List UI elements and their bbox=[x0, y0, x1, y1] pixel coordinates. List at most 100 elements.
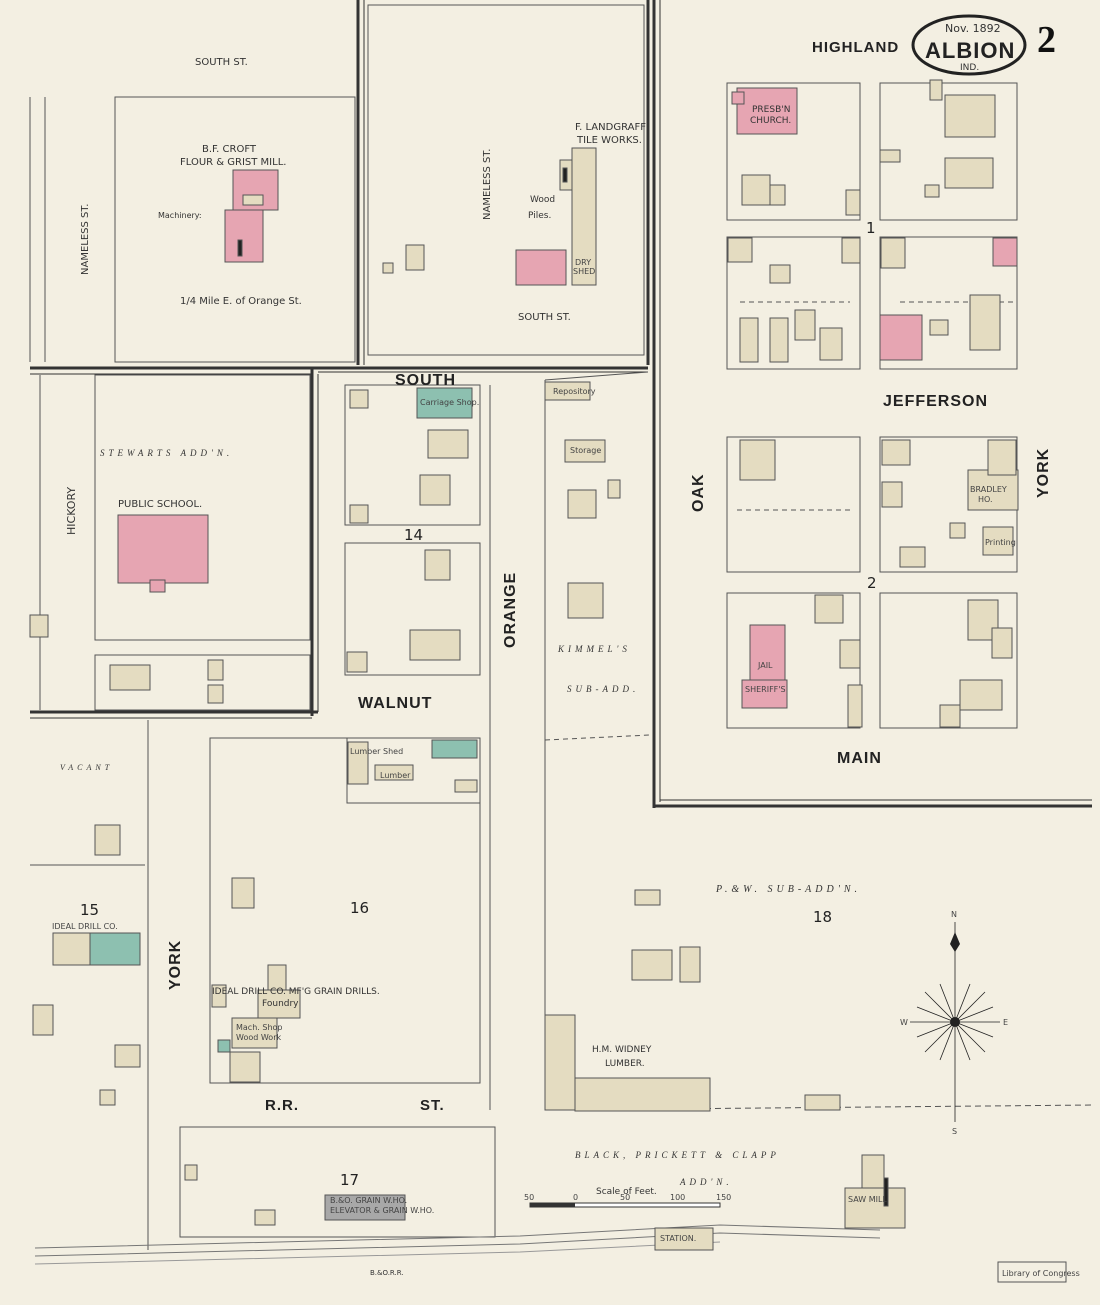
presbyterian-church bbox=[736, 87, 798, 135]
street-labels: HIGHLAND SOUTH ST. SOUTH ST. SOUTH JEFFE… bbox=[65, 39, 1052, 1277]
widney-2: LUMBER. bbox=[605, 1059, 645, 1069]
station bbox=[654, 1227, 714, 1251]
credit-box bbox=[997, 1261, 1067, 1283]
scale-bar: Scale of Feet. 50 0 50 100 150 bbox=[524, 1187, 731, 1208]
public-school-label: PUBLIC SCHOOL. bbox=[118, 499, 202, 510]
state: IND. bbox=[960, 63, 979, 73]
street-orange: ORANGE bbox=[502, 572, 519, 648]
addition-labels: STEWARTS ADD'N. KIMMEL'S SUB-ADD. P.&W. … bbox=[100, 448, 861, 1187]
block-16: 16 bbox=[350, 899, 369, 917]
dry-shed-2: SHED bbox=[573, 267, 595, 276]
sheriff-label: SHERIFF'S bbox=[745, 685, 786, 694]
street-oak: OAK bbox=[690, 473, 707, 512]
block-17: 17 bbox=[340, 1171, 359, 1189]
compass-e: E bbox=[1003, 1018, 1008, 1027]
street-nameless-mid: NAMELESS ST. bbox=[482, 149, 493, 220]
bo-grain-label: B.&O. GRAIN W.HO. bbox=[330, 1196, 407, 1205]
croft-machinery: Machinery: bbox=[158, 211, 202, 220]
saw-mill-label: SAW MILL bbox=[848, 1195, 887, 1204]
ideal-small-label: IDEAL DRILL CO. bbox=[52, 922, 118, 931]
town-name: ALBION bbox=[925, 38, 1015, 63]
foundry-label: Foundry bbox=[262, 999, 299, 1009]
scale-tick-1: 0 bbox=[573, 1193, 578, 1202]
printing-label: Printing bbox=[985, 538, 1016, 547]
credit: Library of Congress bbox=[1002, 1269, 1080, 1278]
scale-tick-2: 50 bbox=[620, 1193, 630, 1202]
wood-piles-2: Piles. bbox=[528, 211, 551, 221]
sheet-number: 2 bbox=[1037, 19, 1056, 61]
street-york-left: YORK bbox=[167, 940, 184, 990]
tile-works-shed bbox=[571, 147, 597, 286]
elevator bbox=[324, 1194, 406, 1221]
elevator-label: ELEVATOR & GRAIN W.HO. bbox=[330, 1206, 434, 1215]
block-numbers: 1 2 14 15 16 17 18 bbox=[80, 219, 877, 1189]
building-labels: B.F. CROFT FLOUR & GRIST MILL. 1/4 Mile … bbox=[52, 105, 1016, 1243]
presbyterian-2: CHURCH. bbox=[750, 116, 791, 126]
buildings bbox=[29, 79, 1019, 1251]
block-14: 14 bbox=[404, 526, 423, 544]
street-jefferson: JEFFERSON bbox=[883, 393, 988, 410]
street-south-top-left: SOUTH ST. bbox=[195, 57, 248, 68]
street-south-top-mid: SOUTH ST. bbox=[518, 312, 571, 323]
lumber-label: Lumber bbox=[380, 771, 411, 780]
scale-tick-3: 100 bbox=[670, 1193, 685, 1202]
ideal-main-label: IDEAL DRILL CO. MF'G GRAIN DRILLS. bbox=[212, 987, 380, 997]
carriage-shop bbox=[416, 387, 473, 419]
street-rr-1: R.R. bbox=[265, 1097, 299, 1114]
landgraff-1: F. LANDGRAFF bbox=[575, 122, 646, 133]
sheet-borders bbox=[30, 0, 1092, 808]
title-cartouche bbox=[911, 14, 1027, 76]
carriage-label: Carriage Shop. bbox=[420, 398, 479, 407]
street-outlines bbox=[29, 4, 1096, 1265]
compass-w: W bbox=[900, 1018, 908, 1027]
mach-shop-label: Mach. Shop bbox=[236, 1023, 282, 1032]
street-walnut: WALNUT bbox=[358, 695, 432, 712]
bradley-1: BRADLEY bbox=[970, 485, 1007, 494]
street-nameless-left: NAMELESS ST. bbox=[80, 204, 91, 275]
croft-2: FLOUR & GRIST MILL. bbox=[180, 157, 286, 168]
street-highland: HIGHLAND bbox=[812, 39, 899, 56]
block-1: 1 bbox=[866, 219, 876, 237]
scale-label: Scale of Feet. bbox=[596, 1187, 657, 1197]
bradley-2: HO. bbox=[978, 495, 993, 504]
foundry bbox=[257, 989, 301, 1019]
compass-n: N bbox=[951, 910, 957, 919]
wood-work-label: Wood Work bbox=[236, 1033, 281, 1042]
kimmels-1: KIMMEL'S bbox=[557, 644, 631, 654]
vacant-label: VACANT bbox=[60, 763, 113, 772]
dry-shed-1: DRY bbox=[575, 258, 591, 267]
street-south: SOUTH bbox=[395, 372, 456, 389]
stewarts-addition: STEWARTS ADD'N. bbox=[100, 448, 233, 458]
block-18: 18 bbox=[813, 908, 832, 926]
pw-addition: P.&W. SUB-ADD'N. bbox=[715, 884, 861, 895]
street-york-right: YORK bbox=[1035, 448, 1052, 498]
croft-1: B.F. CROFT bbox=[202, 144, 257, 155]
scale-tick-4: 150 bbox=[716, 1193, 731, 1202]
compass-s: S bbox=[952, 1127, 957, 1136]
croft-orange: 1/4 Mile E. of Orange St. bbox=[180, 296, 302, 307]
landgraff-2: TILE WORKS. bbox=[576, 135, 642, 146]
lumber-shed-label: Lumber Shed bbox=[350, 747, 403, 756]
station-label: STATION. bbox=[660, 1234, 696, 1243]
storage-label-1: Storage bbox=[570, 446, 601, 455]
public-school bbox=[117, 514, 209, 584]
widney-1: H.M. WIDNEY bbox=[592, 1045, 652, 1055]
street-main: MAIN bbox=[837, 750, 882, 767]
jail-label: JAIL bbox=[757, 661, 773, 670]
presbyterian-1: PRESB'N bbox=[752, 105, 790, 115]
railroad-label: B.&O.R.R. bbox=[370, 1269, 404, 1277]
widney-lumber-shed bbox=[544, 1014, 576, 1111]
block-2: 2 bbox=[867, 574, 877, 592]
bpc-addition-2: ADD'N. bbox=[679, 1177, 733, 1187]
block-15: 15 bbox=[80, 901, 99, 919]
wood-piles-1: Wood bbox=[530, 195, 555, 205]
street-rr-2: ST. bbox=[420, 1097, 445, 1114]
map-date: Nov. 1892 bbox=[945, 22, 1001, 35]
scale-tick-0: 50 bbox=[524, 1193, 534, 1202]
street-hickory: HICKORY bbox=[65, 487, 78, 535]
kimmels-2: SUB-ADD. bbox=[567, 684, 639, 694]
header: Nov. 1892 ALBION IND. 2 bbox=[925, 19, 1056, 73]
bpc-addition-1: BLACK, PRICKETT & CLAPP bbox=[575, 1150, 780, 1160]
compass-rose: N S E W bbox=[900, 910, 1008, 1136]
